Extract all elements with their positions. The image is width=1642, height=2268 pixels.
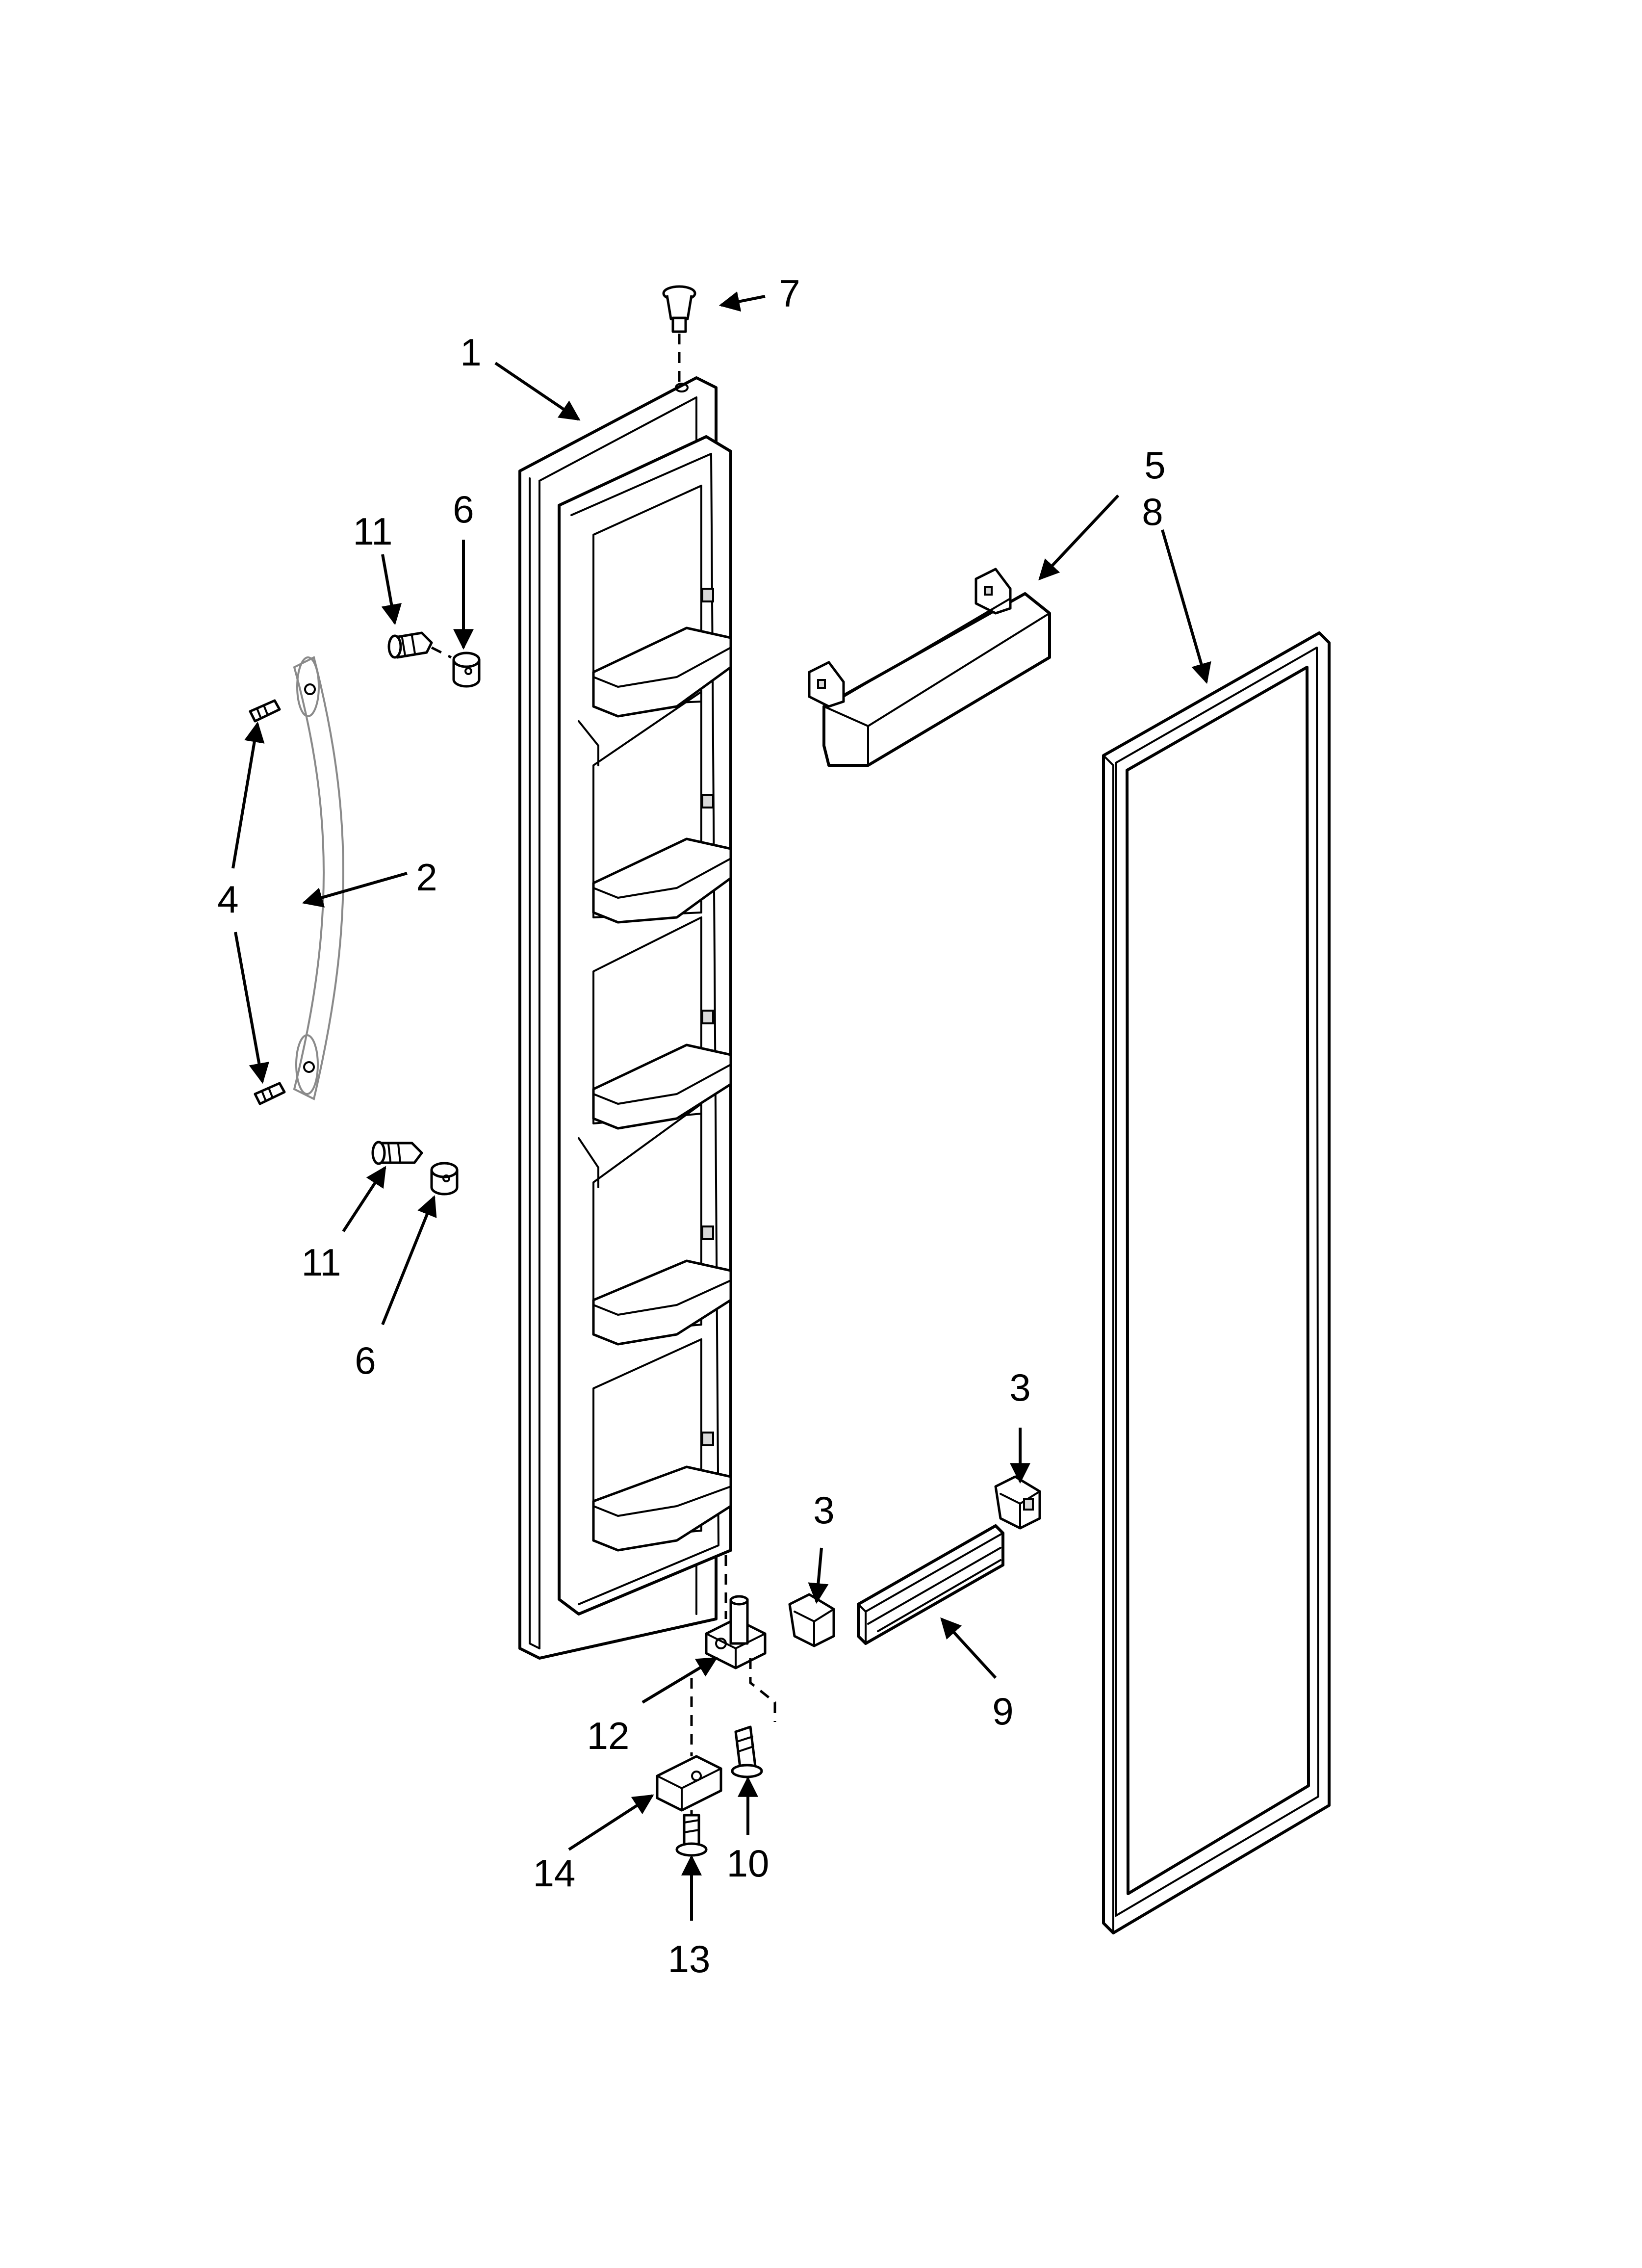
callout-12: 12	[587, 1714, 630, 1757]
handle-screw-top-part	[387, 631, 433, 659]
plug-top-part	[452, 652, 481, 688]
handle-stud-top-part	[249, 699, 281, 723]
callout-6-top: 6	[453, 488, 474, 531]
callout-5: 5	[1144, 443, 1165, 487]
callout-9: 9	[992, 1690, 1013, 1733]
leader-arrows	[231, 291, 1211, 1921]
callout-11-bottom: 11	[302, 1241, 341, 1284]
end-cap-right-part	[994, 1475, 1041, 1530]
door-gasket-part	[1102, 631, 1331, 1934]
callout-11-top: 11	[353, 510, 393, 553]
callout-13: 13	[668, 1937, 711, 1981]
trim-strip-part	[857, 1524, 1004, 1645]
handle-stud-bottom-part	[254, 1082, 286, 1105]
lower-hinge-part	[705, 1595, 767, 1669]
plug-bottom-part	[430, 1162, 459, 1196]
callout-10: 10	[727, 1842, 770, 1885]
callout-7: 7	[779, 272, 800, 315]
door-liner-part	[518, 376, 732, 1660]
callout-2: 2	[416, 856, 437, 899]
callout-8: 8	[1142, 490, 1163, 533]
callout-14: 14	[533, 1851, 576, 1895]
hinge-shim-part	[656, 1755, 722, 1812]
shim-screw-part	[675, 1814, 708, 1857]
handle-screw-bottom-part	[371, 1141, 423, 1165]
callout-1: 1	[460, 331, 481, 374]
callout-3-left: 3	[813, 1488, 834, 1532]
end-cap-left-part	[788, 1593, 835, 1647]
callout-labels: 1 2 3 3 4 5 6 6 7 8 9 10 11 11 12 13 14	[217, 272, 1165, 1981]
door-bin-part	[808, 568, 1051, 767]
callout-4: 4	[217, 878, 238, 921]
door-handle-part	[293, 656, 344, 1100]
callout-3-right: 3	[1009, 1366, 1030, 1409]
hinge-bushing-part	[662, 285, 696, 333]
hinge-screw-part	[731, 1725, 763, 1778]
callout-6-bottom: 6	[355, 1339, 376, 1382]
